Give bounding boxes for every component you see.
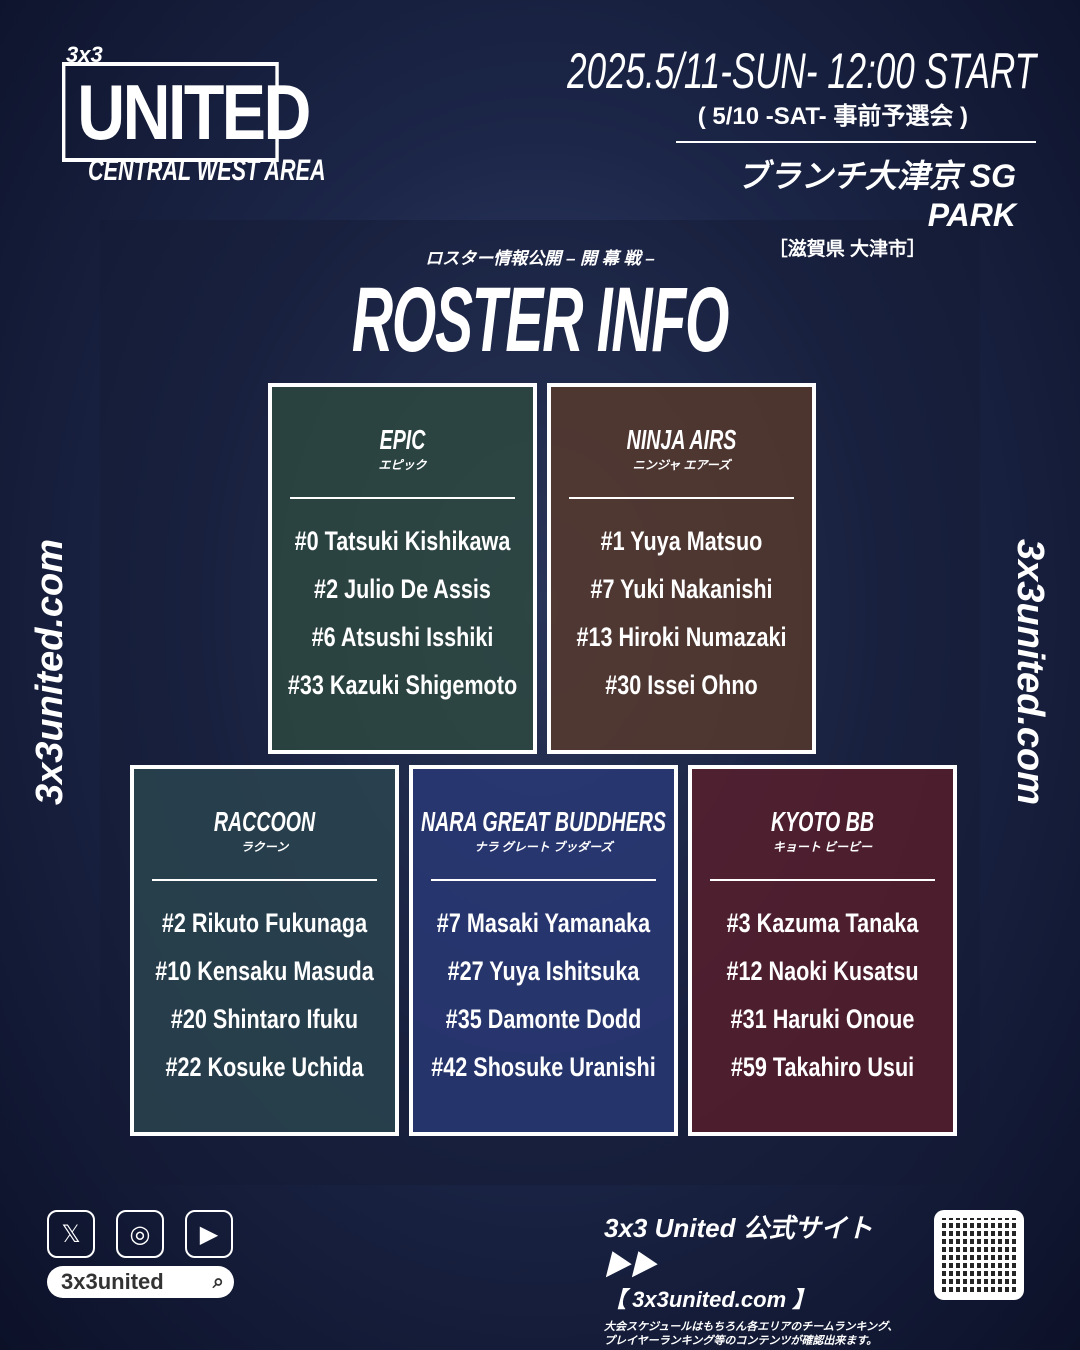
player-name: #22 Kosuke Uchida <box>165 1052 364 1082</box>
player-name: #13 Hiroki Numazaki <box>576 622 787 652</box>
team-name: KYOTO BB <box>770 806 875 837</box>
team-name-row: NINJA AIRS <box>590 421 773 459</box>
team-kana: ラクーン <box>240 840 289 854</box>
divider <box>431 879 656 881</box>
player-item: #33 Kazuki Shigemoto <box>288 661 517 709</box>
player-name: #0 Tatsuki Kishikawa <box>294 526 511 556</box>
player-item: #13 Hiroki Numazaki <box>576 613 786 661</box>
player-item: #1 Yuya Matsuo <box>582 517 781 565</box>
qr-code[interactable] <box>934 1210 1024 1300</box>
player-item: #20 Shintaro Ifuku <box>165 995 364 1043</box>
event-prefecture: ［滋賀県 大津市］ <box>768 239 926 260</box>
player-name: #35 Damonte Dodd <box>445 1004 642 1034</box>
player-name: #1 Yuya Matsuo <box>600 526 763 556</box>
event-info: 2025.5/11-SUN- 12:00 START ( 5/10 -SAT- … <box>567 42 1036 261</box>
team-name: NINJA AIRS <box>626 424 737 455</box>
divider <box>290 497 515 499</box>
player-name: #12 Naoki Kusatsu <box>726 956 919 986</box>
team-panel: KYOTO BB キョート ビービー #3 Kazuma Tanaka #12 N… <box>688 765 957 1136</box>
player-name: #2 Rikuto Fukunaga <box>161 908 368 938</box>
event-venue: ブランチ大津京 SG PARK <box>736 158 1016 233</box>
divider <box>569 497 794 499</box>
player-name: #10 Kensaku Masuda <box>155 956 374 986</box>
youtube-icon[interactable]: ▶ <box>185 1210 233 1258</box>
team-panel: EPIC エピック #0 Tatsuki Kishikawa #2 Julio D… <box>268 383 537 754</box>
player-name: #7 Masaki Yamanaka <box>436 908 651 938</box>
player-item: #7 Yuki Nakanishi <box>582 565 781 613</box>
event-date-line: 2025.5/11-SUN- 12:00 START <box>567 42 1036 100</box>
team-kana: エピック <box>378 458 427 472</box>
instagram-icon[interactable]: ◎ <box>116 1210 164 1258</box>
player-item: #22 Kosuke Uchida <box>165 1043 364 1091</box>
player-item: #27 Yuya Ishitsuka <box>444 947 643 995</box>
player-item: #12 Naoki Kusatsu <box>723 947 922 995</box>
player-name: #30 Issei Ohno <box>605 670 758 700</box>
logo-name: UNITED <box>62 62 311 162</box>
player-item: #2 Rikuto Fukunaga <box>161 899 368 947</box>
site-url[interactable]: 【 3x3united.com 】 <box>604 1287 815 1312</box>
player-list: #2 Rikuto Fukunaga #10 Kensaku Masuda #20 … <box>134 899 395 1091</box>
social-links: 𝕏 ◎ ▶ <box>47 1210 233 1258</box>
site-desc: 大会スケジュールはもちろん各エリアのチームランキング、 <box>604 1321 899 1333</box>
player-item: #10 Kensaku Masuda <box>155 947 374 995</box>
player-name: #33 Kazuki Shigemoto <box>287 670 518 700</box>
search-text: 3x3united <box>61 1269 164 1294</box>
player-item: #6 Atsushi Isshiki <box>303 613 502 661</box>
page-title: ROSTER INFO <box>351 269 729 371</box>
player-list: #7 Masaki Yamanaka #27 Yuya Ishitsuka #35 … <box>413 899 674 1091</box>
player-name: #31 Haruki Onoue <box>730 1004 915 1034</box>
player-item: #42 Shosuke Uranishi <box>431 1043 656 1091</box>
divider <box>710 879 935 881</box>
event-date: 2025.5/11-SUN- 12:00 START <box>567 43 1036 99</box>
player-item: #59 Takahiro Usui <box>723 1043 922 1091</box>
team-panel: RACCOON ラクーン #2 Rikuto Fukunaga #10 Kensa… <box>130 765 399 1136</box>
player-list: #3 Kazuma Tanaka #12 Naoki Kusatsu #31 Har… <box>692 899 953 1091</box>
player-list: #1 Yuya Matsuo #7 Yuki Nakanishi #13 Hirok… <box>551 517 812 709</box>
team-name: NARA GREAT BUDDHERS <box>421 806 666 837</box>
site-title[interactable]: 3x3 United 公式サイト ▶▶ <box>604 1213 873 1280</box>
player-list: #0 Tatsuki Kishikawa #2 Julio De Assis #6 … <box>272 517 533 709</box>
team-kana: ナラ グレート ブッダーズ <box>474 840 613 854</box>
player-name: #27 Yuya Ishitsuka <box>447 956 640 986</box>
divider <box>152 879 377 881</box>
player-name: #7 Yuki Nakanishi <box>590 574 773 604</box>
player-name: #3 Kazuma Tanaka <box>726 908 919 938</box>
team-panel: NINJA AIRS ニンジャ エアーズ #1 Yuya Matsuo #7 Yu… <box>547 383 816 754</box>
team-name: EPIC <box>379 424 426 455</box>
side-url-right: 3x3united.com <box>1009 538 1051 806</box>
subtitle: ロスター情報公開 – 開 幕 戦 – <box>425 249 655 268</box>
player-item: #2 Julio De Assis <box>303 565 502 613</box>
x-icon[interactable]: 𝕏 <box>47 1210 95 1258</box>
player-item: #0 Tatsuki Kishikawa <box>295 517 511 565</box>
team-panel: NARA GREAT BUDDHERS ナラ グレート ブッダーズ #7 Mas… <box>409 765 678 1136</box>
site-desc: プレイヤーランキング等のコンテンツが確認出来ます。 <box>604 1335 878 1347</box>
official-site-info: 3x3 United 公式サイト ▶▶ 【 3x3united.com 】 大会… <box>604 1208 924 1348</box>
logo-area: CENTRAL WEST AREA <box>88 154 326 187</box>
team-name-row: KYOTO BB <box>731 803 914 841</box>
side-url-left: 3x3united.com <box>29 538 71 806</box>
player-item: #3 Kazuma Tanaka <box>723 899 922 947</box>
team-name-row: NARA GREAT BUDDHERS <box>421 803 666 841</box>
player-name: #59 Takahiro Usui <box>730 1052 915 1082</box>
player-name: #20 Shintaro Ifuku <box>170 1004 359 1034</box>
player-item: #35 Damonte Dodd <box>444 995 643 1043</box>
search-box[interactable]: 3x3united ⌕ <box>47 1266 234 1298</box>
team-name-row: RACCOON <box>173 803 356 841</box>
logo: 3x3 UNITED CENTRAL WEST AREA <box>62 42 326 192</box>
player-name: #2 Julio De Assis <box>314 574 491 604</box>
divider <box>676 141 1036 143</box>
team-name-row: EPIC <box>311 421 494 459</box>
player-item: #7 Masaki Yamanaka <box>437 899 650 947</box>
player-item: #31 Haruki Onoue <box>723 995 922 1043</box>
player-name: #42 Shosuke Uranishi <box>431 1052 656 1082</box>
team-kana: キョート ビービー <box>772 840 873 854</box>
player-name: #6 Atsushi Isshiki <box>311 622 494 652</box>
player-item: #30 Issei Ohno <box>582 661 781 709</box>
event-prelim: ( 5/10 -SAT- 事前予選会 ) <box>697 103 968 130</box>
team-name: RACCOON <box>213 806 316 837</box>
search-icon[interactable]: ⌕ <box>212 1271 224 1293</box>
team-kana: ニンジャ エアーズ <box>632 458 731 472</box>
